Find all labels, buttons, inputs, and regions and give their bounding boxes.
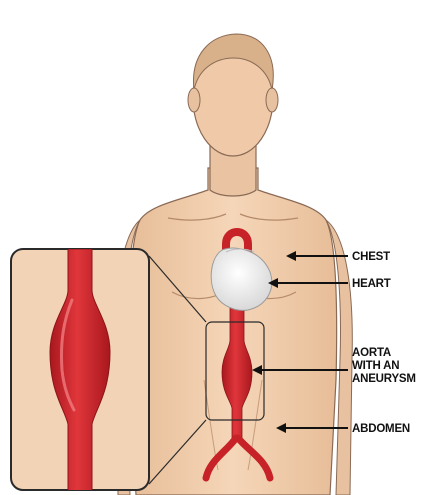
label-aorta-line2: WITH AN — [352, 360, 399, 372]
label-chest: CHEST — [352, 251, 390, 263]
label-heart: HEART — [352, 278, 391, 290]
right-ear — [266, 88, 278, 112]
label-aorta-line3: ANEURYSM — [352, 373, 416, 385]
label-aorta-line1: AORTA — [352, 347, 391, 359]
label-abdomen: ABDOMEN — [352, 423, 410, 435]
left-ear — [188, 88, 200, 112]
aneurysm-closeup-inset — [11, 249, 149, 495]
